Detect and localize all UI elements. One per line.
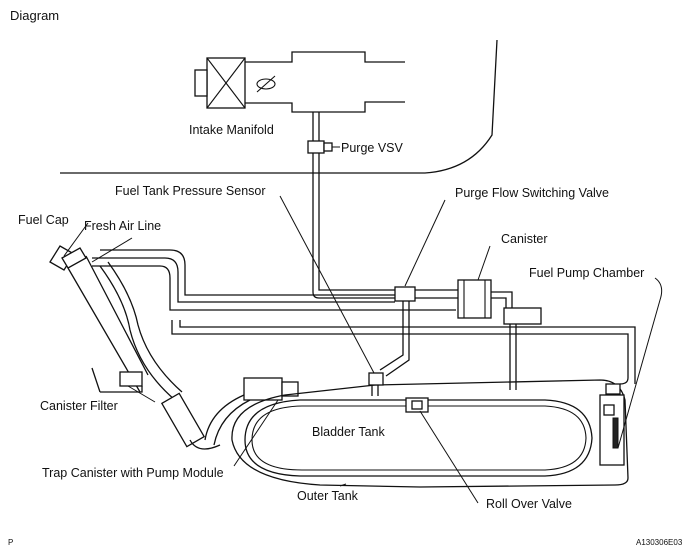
label-purge-vsv: Purge VSV <box>341 141 404 155</box>
canister-to-tank-line <box>509 324 517 390</box>
leader-fuel-pump-chamber <box>617 277 663 449</box>
label-purge-flow-switching-valve: Purge Flow Switching Valve <box>455 186 609 200</box>
canister-valve <box>503 307 542 325</box>
canister-filter <box>91 367 143 393</box>
purge-line <box>312 112 395 299</box>
label-fuel-tank-pressure-sensor: Fuel Tank Pressure Sensor <box>115 184 266 198</box>
outer-tank <box>231 379 629 488</box>
fuel-tank-pressure-sensor <box>368 372 384 386</box>
label-fuel-cap: Fuel Cap <box>18 213 69 227</box>
footer-page-mark: P <box>8 538 13 547</box>
leader-fresh-air-line <box>91 237 133 263</box>
fuel-cap <box>49 245 87 271</box>
leader-canister-filter <box>127 385 156 403</box>
purge-flow-switching-valve <box>394 286 416 302</box>
switching-valve-to-canister <box>415 289 458 299</box>
label-bladder-tank: Bladder Tank <box>312 425 385 439</box>
switching-valve-down-line <box>379 301 410 377</box>
fuel-pump-chamber <box>599 383 625 466</box>
leader-canister <box>477 245 491 281</box>
leader-trap-canister <box>233 399 279 467</box>
label-intake-manifold: Intake Manifold <box>189 123 274 137</box>
leader-pressure-sensor <box>279 195 375 374</box>
label-canister: Canister <box>501 232 548 246</box>
bladder-tank <box>244 399 593 477</box>
leader-outer-tank <box>339 483 347 487</box>
purge-vsv <box>307 140 325 154</box>
label-fresh-air-line: Fresh Air Line <box>84 219 161 233</box>
label-canister-filter: Canister Filter <box>40 399 118 413</box>
footer-figure-id: A130306E03 <box>636 538 683 547</box>
filler-line <box>99 261 183 401</box>
purge-vsv-connector <box>323 142 333 152</box>
intake-manifold <box>194 51 405 113</box>
engine-outline <box>60 39 498 174</box>
label-outer-tank: Outer Tank <box>297 489 359 503</box>
roll-over-valve <box>405 397 429 413</box>
label-fuel-pump-chamber: Fuel Pump Chamber <box>529 266 644 280</box>
filler-neck <box>67 255 149 393</box>
label-trap-canister: Trap Canister with Pump Module <box>42 466 224 480</box>
canister <box>457 279 513 319</box>
fresh-air-line <box>92 249 456 311</box>
trap-canister <box>160 377 299 450</box>
diagram-title: Diagram <box>10 8 59 23</box>
pump-chamber-loop <box>171 320 636 385</box>
label-roll-over-valve: Roll Over Valve <box>486 497 572 511</box>
leader-roll-over-valve <box>419 410 479 504</box>
pressure-sensor-stem <box>371 385 379 396</box>
leader-fuel-cap <box>63 222 89 257</box>
leader-switching-valve <box>404 199 446 287</box>
bladder-outline-inner <box>251 405 587 471</box>
